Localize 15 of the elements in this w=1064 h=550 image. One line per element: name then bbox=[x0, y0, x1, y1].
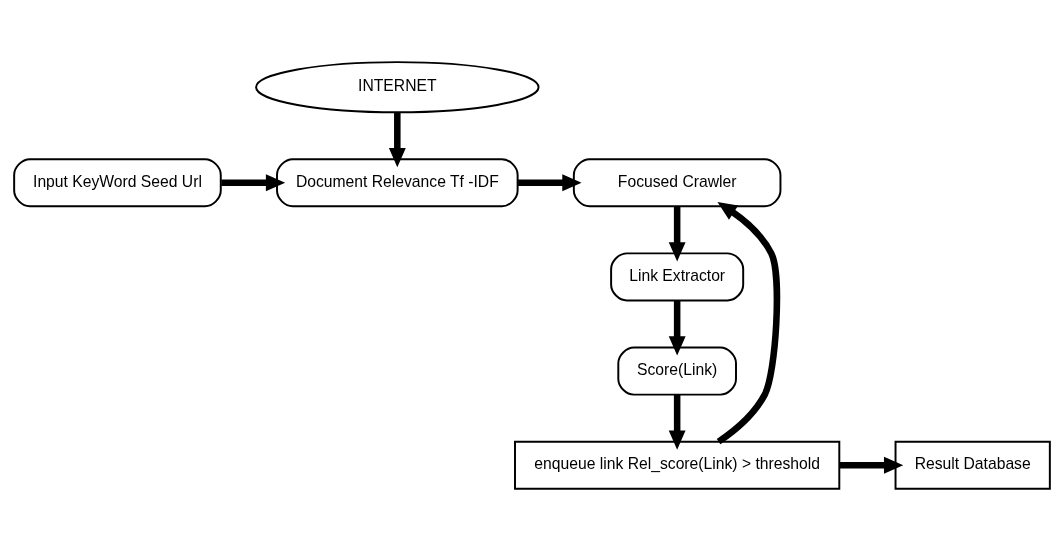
arrow bbox=[388, 111, 406, 167]
node-box: Result Database bbox=[894, 440, 1051, 490]
node-box: enqueue link Rel_score(Link) > threshold bbox=[514, 440, 841, 490]
node-box: Score(Link) bbox=[617, 346, 737, 396]
node-box: Link Extractor bbox=[610, 251, 745, 301]
node-ellipse: INTERNET bbox=[255, 60, 540, 113]
arrow bbox=[839, 456, 904, 474]
arrow bbox=[668, 394, 686, 450]
arrow bbox=[221, 173, 286, 191]
arrow bbox=[668, 300, 686, 356]
node-box: Input KeyWord Seed Url bbox=[13, 157, 222, 207]
arrow bbox=[668, 206, 686, 261]
arrow bbox=[716, 201, 781, 444]
node-box: Focused Crawler bbox=[572, 157, 782, 207]
node-box: Document Relevance Tf -IDF bbox=[276, 157, 519, 207]
